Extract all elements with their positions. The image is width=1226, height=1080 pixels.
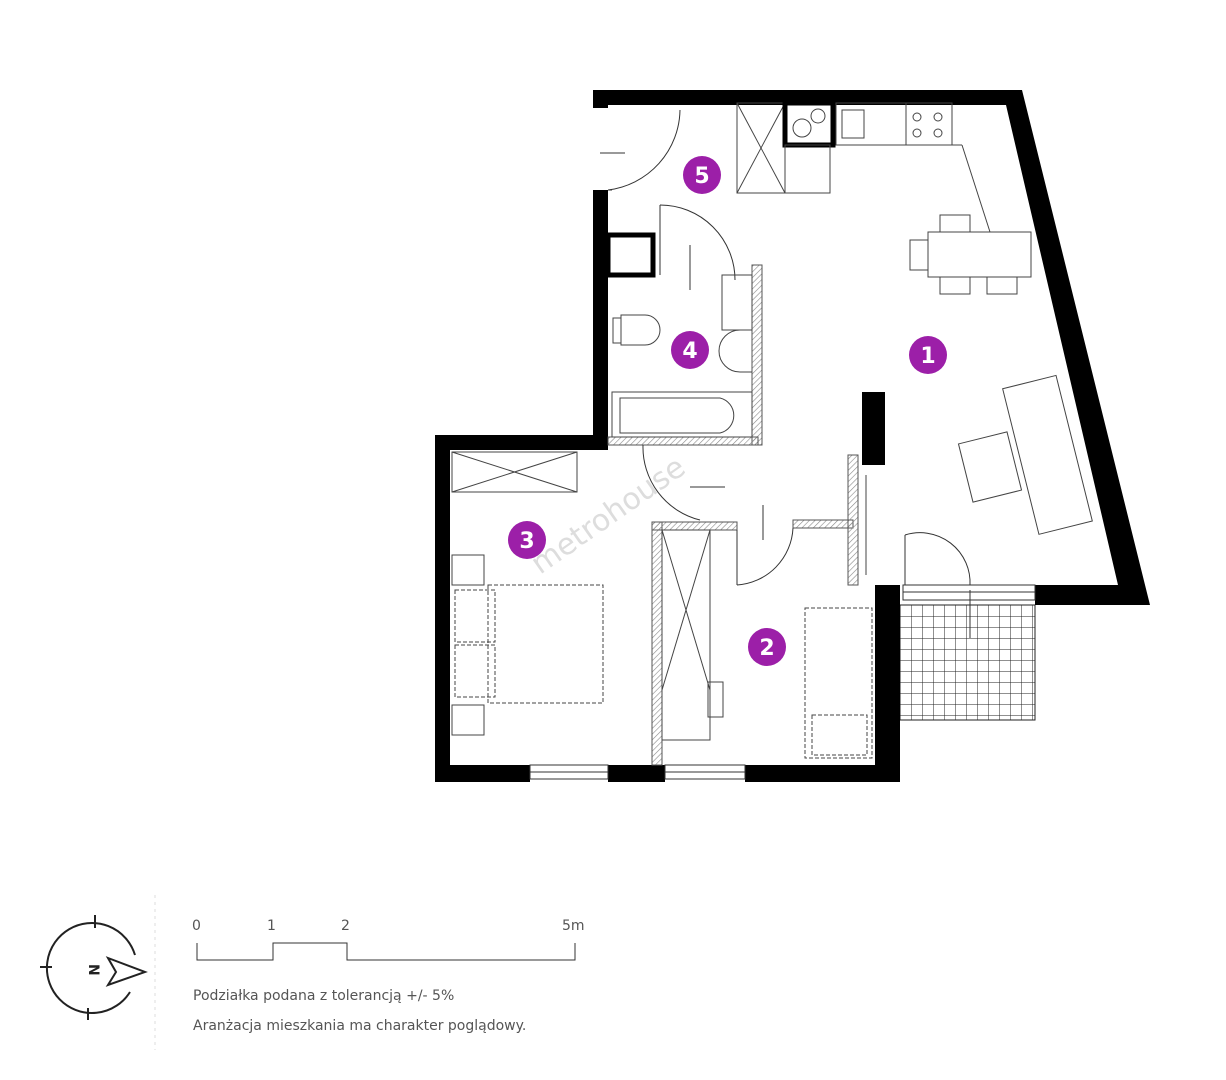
room-number: 2 (759, 636, 774, 661)
room-badge-3: 3 (508, 521, 546, 559)
scale-tick-0: 0 (192, 918, 201, 934)
room-number: 4 (682, 339, 697, 364)
watermark: metrohouse (525, 450, 692, 582)
furniture (451, 100, 1093, 759)
windows (529, 584, 1036, 780)
scale-tick-5m: 5m (562, 918, 585, 934)
scale-tick-2: 2 (341, 918, 350, 934)
room-number: 5 (694, 164, 709, 189)
compass-icon: N (40, 915, 148, 1020)
note-scale-tolerance: Podziałka podana z tolerancją +/- 5% (193, 988, 454, 1004)
scale-tick-1: 1 (267, 918, 276, 934)
note-arrangement: Aranżacja mieszkania ma charakter pogląd… (193, 1018, 526, 1034)
room-badge-2: 2 (748, 628, 786, 666)
compass-north-label: N (85, 964, 101, 976)
room-number: 1 (920, 344, 935, 369)
room-badge-4: 4 (671, 331, 709, 369)
doors (600, 109, 971, 638)
outer-walls (435, 90, 1150, 782)
room-badge-5: 5 (683, 156, 721, 194)
room-number: 3 (519, 529, 534, 554)
scale-bar: 0 1 2 5m (192, 918, 585, 961)
balcony (899, 604, 1036, 721)
inner-walls (607, 264, 859, 766)
room-badge-1: 1 (909, 336, 947, 374)
